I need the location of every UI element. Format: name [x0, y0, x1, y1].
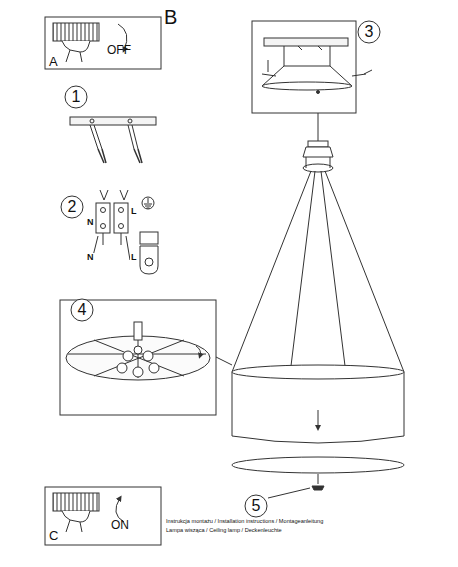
callout-number: 5	[252, 498, 261, 514]
pin-name: N	[86, 218, 95, 227]
callout-number: 3	[365, 24, 374, 40]
callout-circle: 5	[244, 494, 268, 518]
step-box: A OFF	[45, 17, 161, 69]
step-letter: C	[49, 529, 58, 542]
step-box: C ON	[45, 487, 161, 545]
step-letter: A	[49, 55, 58, 68]
callout-circle: 1	[64, 85, 88, 109]
pin-name: L	[130, 207, 138, 216]
pin-name: L	[130, 253, 138, 262]
callout-number: 4	[78, 302, 87, 318]
callout-circle: 3	[357, 20, 381, 44]
caption-line: Instrukcja montażu / Installation instru…	[166, 519, 323, 525]
callout-circle: 2	[60, 195, 84, 219]
switch-state: ON	[111, 519, 129, 531]
caption-line: Lampa wisząca / Ceiling lamp / Deckenleu…	[166, 528, 282, 534]
callout-number: 2	[68, 199, 77, 215]
panel-letter: B	[164, 7, 177, 27]
callout-number: 1	[72, 89, 81, 105]
switch-state: OFF	[107, 44, 131, 56]
pin-name: N	[86, 253, 95, 262]
callout-circle: 4	[70, 298, 94, 322]
